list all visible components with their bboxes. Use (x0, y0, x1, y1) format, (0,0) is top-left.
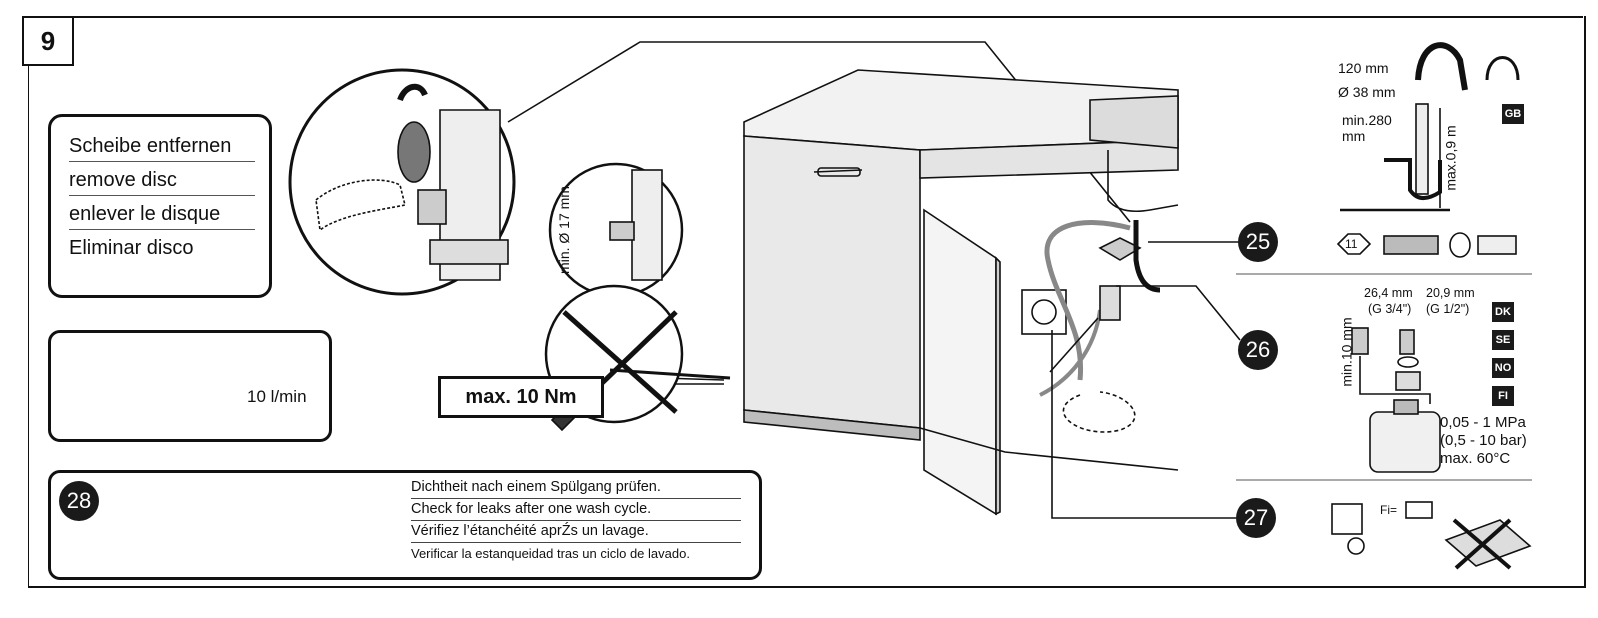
leak-line-fr: Vérifiez l’étanchéité aprŹs un lavage. (411, 521, 741, 543)
water-flow-box: 10 l/min (48, 330, 332, 442)
leak-line-es: Verificar la estanqueidad tras un ciclo … (411, 546, 690, 561)
callout-26: 26 (1238, 330, 1278, 370)
diagram-frame (28, 16, 1586, 588)
country-badge-se: SE (1492, 330, 1514, 350)
disc-label-en: remove disc (69, 165, 255, 196)
drain-min-height-label: min.280 (1342, 112, 1392, 128)
leak-check-box: 28 Dichtheit nach einem Spülgang prüfen.… (48, 470, 762, 580)
hose-height-label: 120 mm (1338, 60, 1389, 76)
thread-min-label: min. Ø 17 mm (555, 186, 572, 274)
supply-max-temp: max. 60°C (1440, 450, 1511, 467)
flow-rate-label: 10 l/min (247, 387, 307, 406)
torque-label: max. 10 Nm (438, 376, 604, 418)
step-number: 9 (22, 16, 74, 66)
leak-line-en: Check for leaks after one wash cycle. (411, 499, 741, 521)
drain-min-height-unit: mm (1342, 128, 1366, 144)
disc-label-fr: enlever le disque (69, 199, 255, 230)
disc-label-es: Eliminar disco (69, 237, 194, 259)
leak-line-de: Dichtheit nach einem Spülgang prüfen. (411, 477, 741, 499)
country-badge-no: NO (1492, 358, 1514, 378)
supply-pressure-mpa: 0,05 - 1 MPa (1440, 414, 1526, 431)
country-badge-gb: GB (1502, 104, 1524, 124)
leak-step-number: 28 (59, 481, 99, 521)
fi-label: Fi= (1380, 503, 1398, 517)
supply-thread-b: (G 1/2") (1426, 302, 1470, 316)
remove-disc-box: Scheibe entfernen remove disc enlever le… (48, 114, 272, 298)
callout-25: 25 (1238, 222, 1278, 262)
supply-pressure-bar: (0,5 - 10 bar) (1440, 432, 1527, 449)
drain-max-height-label: max.0,9 m (1442, 125, 1459, 191)
supply-size-a: 26,4 mm (1364, 286, 1413, 300)
supply-min-length: min.10 mm (1338, 317, 1355, 387)
supply-thread-a: (G 3/4") (1368, 302, 1412, 316)
supply-size-b: 20,9 mm (1426, 286, 1475, 300)
drain-ref-number: 11 (1345, 237, 1358, 251)
drain-diameter-label: Ø 38 mm (1338, 84, 1396, 100)
disc-label-de: Scheibe entfernen (69, 131, 255, 162)
country-badge-fi: FI (1492, 386, 1514, 406)
frame-top-line (28, 16, 1583, 18)
country-badge-dk: DK (1492, 302, 1514, 322)
callout-27: 27 (1236, 498, 1276, 538)
